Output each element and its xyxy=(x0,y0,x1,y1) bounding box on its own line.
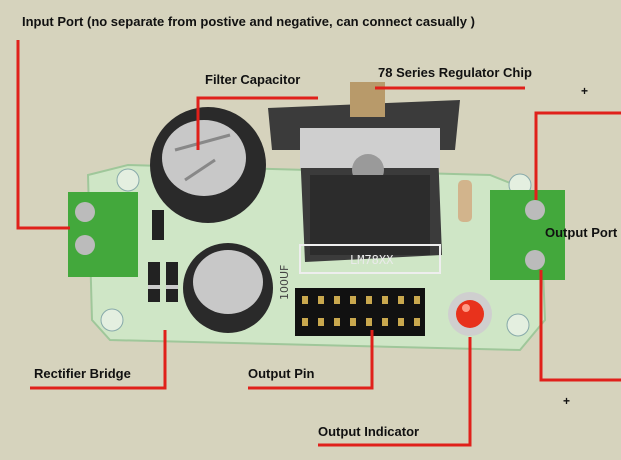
callout-filter-capacitor xyxy=(196,96,318,150)
output-indicator-led xyxy=(448,292,492,336)
input-port-label: Input Port (no separate from postive and… xyxy=(22,14,475,29)
resistor xyxy=(458,180,472,222)
callout-output-pin xyxy=(248,330,374,390)
capacitor-marking: 100UF xyxy=(278,265,291,300)
plus-sign-bottom: + xyxy=(563,394,571,408)
regulator-outline xyxy=(299,244,441,274)
callout-output-indicator xyxy=(318,337,472,447)
rectifier-diodes xyxy=(148,210,178,302)
filter-capacitor-large xyxy=(150,107,266,223)
output-terminal xyxy=(490,190,565,280)
output-port-label: Output Port xyxy=(545,225,618,240)
callout-output-plus xyxy=(534,111,621,200)
input-terminal xyxy=(68,192,138,277)
output-pin-header xyxy=(295,288,425,336)
filter-capacitor-small xyxy=(183,243,273,333)
output-pin-label: Output Pin xyxy=(248,366,315,381)
regulator-chip-label: 78 Series Regulator Chip xyxy=(378,65,532,80)
chip-marking: LM78XX xyxy=(350,253,394,267)
callout-lines xyxy=(16,40,621,447)
plus-sign-top: + xyxy=(581,84,589,98)
filter-capacitor-label: Filter Capacitor xyxy=(205,72,301,87)
rectifier-bridge-label: Rectifier Bridge xyxy=(34,366,131,381)
output-indicator-label: Output Indicator xyxy=(318,424,420,439)
callout-rectifier xyxy=(30,330,167,390)
callout-output-minus xyxy=(539,270,621,382)
callout-input-port xyxy=(16,40,70,230)
